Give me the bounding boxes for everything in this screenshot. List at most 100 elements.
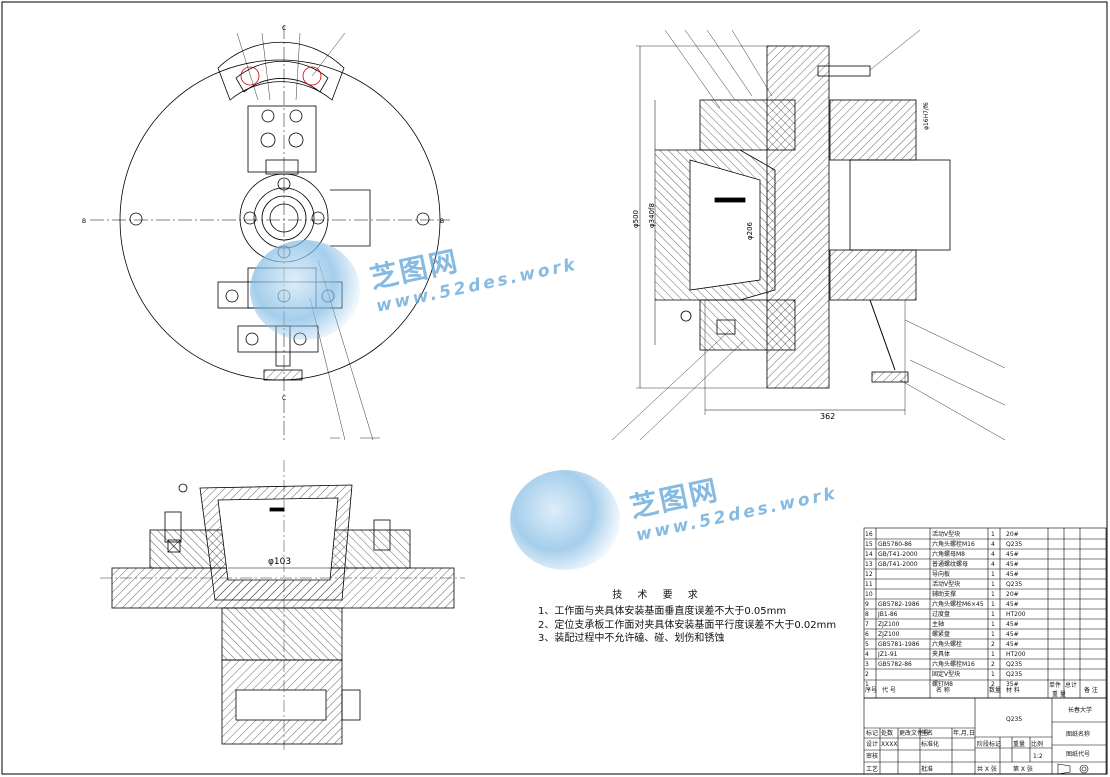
section-mark-b-right: B bbox=[440, 218, 444, 225]
bom-cell-name: 螺钉M8 bbox=[932, 680, 953, 688]
dimension-diameter-103: φ103 bbox=[268, 557, 291, 567]
bom-header-remark: 备 注 bbox=[1084, 686, 1098, 694]
mount-hole-left bbox=[240, 66, 260, 86]
bom-cell-name: 普通螺纹螺母 bbox=[932, 560, 968, 568]
bom-cell-name: 六角螺母M8 bbox=[932, 550, 965, 558]
bom-cell-no: 3 bbox=[865, 661, 869, 668]
title-scale-label: 比例 bbox=[1031, 740, 1043, 748]
bom-cell-no: 1 bbox=[865, 681, 869, 688]
title-process: 工艺 bbox=[866, 765, 878, 773]
bom-header: 序号 代 号 名 称 数量 材 料 单件 总计 重 量 备 注 bbox=[865, 681, 1098, 698]
title-stage: 阶段标记 bbox=[977, 740, 1001, 748]
title-block bbox=[863, 697, 1107, 775]
bom-cell-name: 固定V型块 bbox=[932, 670, 960, 678]
title-drawing-name: 图纸名称 bbox=[1066, 730, 1090, 738]
bom-cell-mat: 45# bbox=[1006, 641, 1019, 648]
bom-cell-no: 8 bbox=[865, 611, 869, 618]
bom-cell-code: GB/T41-2000 bbox=[878, 551, 918, 558]
title-drawing-code: 图纸代号 bbox=[1066, 750, 1090, 758]
bom-header-weight: 重 量 bbox=[1052, 690, 1066, 698]
bom-header-single: 单件 bbox=[1049, 681, 1061, 689]
dimension-diameter-500: φ500 bbox=[632, 210, 640, 228]
bom-cell-qty: 1 bbox=[991, 601, 995, 608]
bom-cell-name: 主轴 bbox=[932, 620, 944, 628]
bom-cell-mat: 45# bbox=[1006, 561, 1019, 568]
bom-cell-qty: 1 bbox=[991, 581, 995, 588]
bom-cell-mat: Q235 bbox=[1006, 581, 1022, 588]
bom-cell-name: 活动V型块 bbox=[932, 580, 960, 588]
bom-cell-mat: 35# bbox=[1006, 681, 1019, 688]
bom-cell-code: JB1-86 bbox=[877, 611, 898, 618]
section-mark-b-left: B bbox=[82, 218, 86, 225]
bom-cell-code: ZJZ100 bbox=[878, 621, 900, 628]
dimension-fit: φ16H7/f6 bbox=[923, 102, 930, 130]
title-weight: 重量 bbox=[1013, 740, 1025, 748]
bom-cell-mat: 20# bbox=[1006, 531, 1019, 538]
bom-header-name: 名 称 bbox=[936, 686, 950, 694]
bom-cell-mat: HT200 bbox=[1006, 611, 1026, 618]
bom-cell-no: 11 bbox=[865, 581, 873, 588]
bom-cell-name: 六角头螺栓M16 bbox=[932, 540, 975, 548]
bom-header-total: 总计 bbox=[1065, 681, 1077, 689]
section-mark-c-top: C bbox=[282, 25, 286, 32]
bill-of-materials bbox=[863, 527, 1107, 699]
bom-cell-qty: 2 bbox=[991, 681, 995, 688]
bom-cell-mat: 45# bbox=[1006, 601, 1019, 608]
bom-header-material: 材 料 bbox=[1006, 686, 1020, 694]
title-design-value: XXXX bbox=[881, 741, 897, 748]
title-count: 处数 bbox=[881, 729, 893, 737]
bom-cell-no: 10 bbox=[865, 591, 873, 598]
bom-cell-qty: 2 bbox=[991, 641, 995, 648]
bom-header-no: 序号 bbox=[865, 686, 877, 694]
title-approve: 批准 bbox=[921, 765, 933, 773]
top-view bbox=[90, 25, 450, 441]
title-sheet-total: 共 X 张 bbox=[977, 765, 997, 773]
bom-cell-no: 16 bbox=[865, 531, 873, 538]
bom-cell-qty: 1 bbox=[991, 651, 995, 658]
bom-cell-qty: 1 bbox=[991, 571, 995, 578]
bom-cell-mat: Q235 bbox=[1006, 541, 1022, 548]
technical-requirement-item: 1、工作面与夹具体安装基面垂直度误差不大于0.05mm bbox=[538, 606, 787, 617]
bom-header-qty: 数量 bbox=[989, 686, 1001, 694]
dimension-diameter-206: φ206 bbox=[746, 221, 754, 240]
technical-requirements: 技 术 要 求 1、工作面与夹具体安装基面垂直度误差不大于0.05mm 2、定位… bbox=[538, 586, 838, 646]
bom-cell-code: GB/T41-2000 bbox=[878, 561, 918, 568]
bom-cell-name: 导向板 bbox=[932, 570, 950, 578]
bom-cell-qty: 2 bbox=[991, 661, 995, 668]
bom-cell-no: 9 bbox=[865, 601, 869, 608]
title-sheet-no: 第 X 张 bbox=[1013, 765, 1033, 773]
bom-cell-code: GB5780-86 bbox=[878, 541, 912, 548]
watermark-logo-icon bbox=[250, 240, 360, 340]
watermark-logo-icon bbox=[510, 470, 620, 570]
bom-cell-no: 12 bbox=[865, 571, 873, 578]
bom-cell-qty: 1 bbox=[991, 611, 995, 618]
bom-cell-code: GB5782-86 bbox=[878, 661, 912, 668]
bom-cell-qty: 1 bbox=[991, 631, 995, 638]
bom-cell-no: 14 bbox=[865, 551, 873, 558]
bom-cell-name: 辅助支撑 bbox=[932, 590, 956, 598]
title-zone: 更改文件号 bbox=[899, 729, 929, 737]
bom-cell-no: 13 bbox=[865, 561, 873, 568]
bottom-section-view bbox=[100, 460, 465, 750]
bom-cell-qty: 1 bbox=[991, 591, 995, 598]
bom-cell-mat: 45# bbox=[1006, 571, 1019, 578]
bom-cell-qty: 4 bbox=[991, 561, 995, 568]
title-block-text: Q235 长春大学 图纸名称 图纸代号 阶段标记 重量 比例 1:2 共 X 张… bbox=[866, 706, 1092, 773]
bom-cell-code: JZ1-91 bbox=[877, 651, 898, 658]
bom-cell-mat: Q235 bbox=[1006, 661, 1022, 668]
bom-cell-name: 活动V型块 bbox=[932, 530, 960, 538]
bom-cell-qty: 1 bbox=[991, 531, 995, 538]
bom-cell-name: 夹具体 bbox=[932, 650, 950, 658]
bom-cell-mat: 45# bbox=[1006, 631, 1019, 638]
bom-cell-code: GB5782-1986 bbox=[878, 601, 920, 608]
dimension-diameter-340: φ340f8 bbox=[648, 203, 656, 228]
title-design-label: 设计 bbox=[866, 740, 878, 748]
bom-cell-no: 6 bbox=[865, 631, 869, 638]
technical-requirement-item: 2、定位支承板工作面对夹具体安装基面平行度误差不大于0.02mm bbox=[538, 619, 837, 631]
title-review: 审核 bbox=[866, 752, 878, 760]
bom-cell-mat: HT200 bbox=[1006, 651, 1026, 658]
bom-cell-name: 六角头螺栓 bbox=[932, 640, 962, 648]
